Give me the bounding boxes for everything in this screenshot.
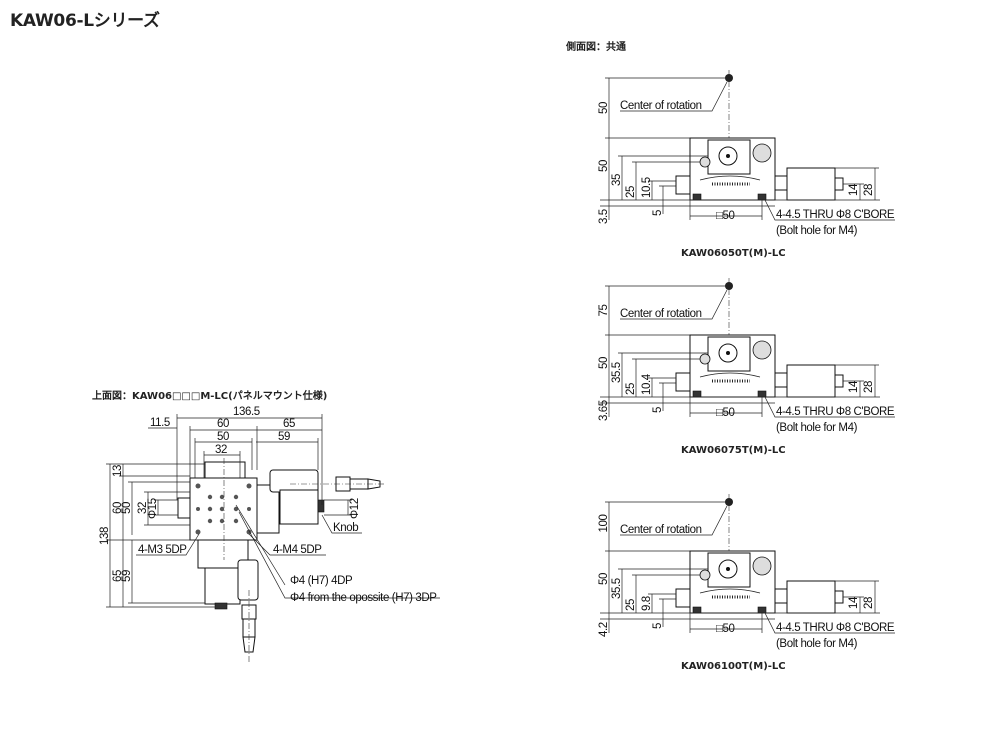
side-view-1: Center of rotation 75 50 35.5 25 10.4 5 … — [598, 278, 895, 456]
right-gearbox — [256, 484, 280, 534]
dim-square: □50 — [716, 407, 735, 419]
dim-b: 25 — [625, 383, 637, 395]
dim-height: 50 — [598, 357, 610, 369]
dim-65: 65 — [283, 418, 295, 430]
side-view-heading: 側面図：共通 — [565, 40, 626, 53]
model-caption: KAW06100T(M)-LC — [681, 661, 786, 672]
dim-50: 50 — [217, 431, 229, 443]
dim-center-height: 50 — [598, 102, 610, 114]
side-knob — [675, 588, 691, 608]
dim-motor-height: 28 — [863, 184, 875, 196]
dim-d: 5 — [652, 407, 664, 413]
dim-a: 35 — [611, 174, 623, 186]
dim-a: 35.5 — [611, 578, 623, 599]
knob — [317, 499, 325, 513]
angle-scale — [699, 175, 761, 181]
dim-d: 5 — [652, 623, 664, 629]
dim-50-v: 50 — [121, 502, 133, 514]
dim-center-height: 100 — [598, 515, 610, 533]
m3-label: 4-M3 5DP — [138, 544, 187, 556]
dim-65-v: 65 — [112, 570, 124, 582]
motor — [786, 364, 836, 398]
dim-base: 3.5 — [598, 209, 610, 224]
right-motor-head — [269, 469, 319, 493]
dim-32: 32 — [215, 444, 227, 456]
dim-b: 25 — [625, 599, 637, 611]
dim-138: 138 — [99, 527, 111, 545]
page-title: KAW06-Lシリーズ — [10, 11, 160, 31]
dim-motor-height: 28 — [863, 597, 875, 609]
m4-label: 4-M4 5DP — [273, 544, 322, 556]
dim-height: 50 — [598, 573, 610, 585]
dim-136-5: 136.5 — [233, 406, 260, 418]
dim-motor-mid: 14 — [848, 380, 860, 393]
dim-base: 3.65 — [598, 400, 610, 421]
dim-c: 9.8 — [641, 596, 653, 611]
center-of-rotation-label: Center of rotation — [620, 524, 702, 536]
bolt-hole-note-sub: (Bolt hole for M4) — [776, 225, 858, 237]
dim-d: 5 — [652, 210, 664, 216]
motor — [786, 580, 836, 614]
dim-32-v: 32 — [137, 502, 149, 514]
top-view-heading: 上面図：KAW06□□□M-LC(パネルマウント仕様) — [92, 389, 327, 402]
side-knob — [675, 175, 691, 195]
dim-11-5: 11.5 — [150, 417, 170, 429]
dim-b: 25 — [625, 186, 637, 198]
dim-square: □50 — [716, 210, 735, 222]
dim-c: 10.4 — [641, 373, 653, 395]
center-of-rotation-label: Center of rotation — [620, 308, 702, 320]
dim-13: 13 — [112, 465, 124, 477]
center-of-rotation-label: Center of rotation — [620, 100, 702, 112]
side-view-2: Center of rotation 100 50 35.5 25 9.8 5 … — [598, 494, 895, 672]
dim-square: □50 — [716, 623, 735, 635]
dim-motor-height: 28 — [863, 381, 875, 393]
bottom-motor — [204, 567, 241, 605]
pin-hole-label: Φ4 (H7) 4DP — [290, 575, 353, 587]
right-motor — [279, 489, 319, 525]
top-knob-housing — [204, 461, 246, 479]
bolt-hole-note: 4-4.5 THRU Φ8 C'BORE — [776, 622, 895, 634]
left-knob — [177, 497, 191, 519]
dim-motor-mid: 14 — [848, 596, 860, 609]
knob-label: Knob — [333, 522, 358, 534]
dim-59: 59 — [278, 431, 290, 443]
knob-icon — [752, 340, 772, 360]
model-caption: KAW06075T(M)-LC — [681, 445, 786, 456]
model-caption: KAW06050T(M)-LC — [681, 248, 786, 259]
knob-icon — [752, 556, 772, 576]
dim-60-v: 60 — [112, 502, 124, 514]
bottom-motor-head — [237, 559, 259, 601]
dim-c: 10.5 — [641, 177, 653, 198]
side-knob — [675, 372, 691, 392]
dim-59-v: 59 — [121, 570, 133, 582]
bolt-hole-note: 4-4.5 THRU Φ8 C'BORE — [776, 406, 895, 418]
bolt-hole-note: 4-4.5 THRU Φ8 C'BORE — [776, 209, 895, 221]
dim-a: 35.5 — [611, 362, 623, 383]
top-view-drawing: 上面図：KAW06□□□M-LC(パネルマウント仕様) — [92, 389, 440, 662]
side-view-0: Center of rotation 50 50 35 25 10.5 5 3.… — [598, 70, 895, 259]
motor — [786, 167, 836, 201]
bolt-hole-note-sub: (Bolt hole for M4) — [776, 638, 858, 650]
bottom-knob — [214, 602, 228, 610]
dim-center-height: 75 — [598, 305, 610, 317]
angle-scale — [699, 588, 761, 594]
pin-hole-opposite-label: Φ4 from the opossite (H7) 3DP — [290, 592, 437, 604]
knob-icon — [752, 143, 772, 163]
dim-phi12: Φ12 — [349, 498, 361, 519]
dim-60: 60 — [217, 418, 229, 430]
dim-height: 50 — [598, 160, 610, 172]
bolt-hole-note-sub: (Bolt hole for M4) — [776, 422, 858, 434]
angle-scale — [699, 372, 761, 378]
dim-phi15: Φ15 — [147, 498, 159, 519]
top-dimension-lines — [106, 414, 440, 608]
dim-motor-mid: 14 — [848, 183, 860, 196]
dim-base: 4.2 — [598, 622, 610, 637]
